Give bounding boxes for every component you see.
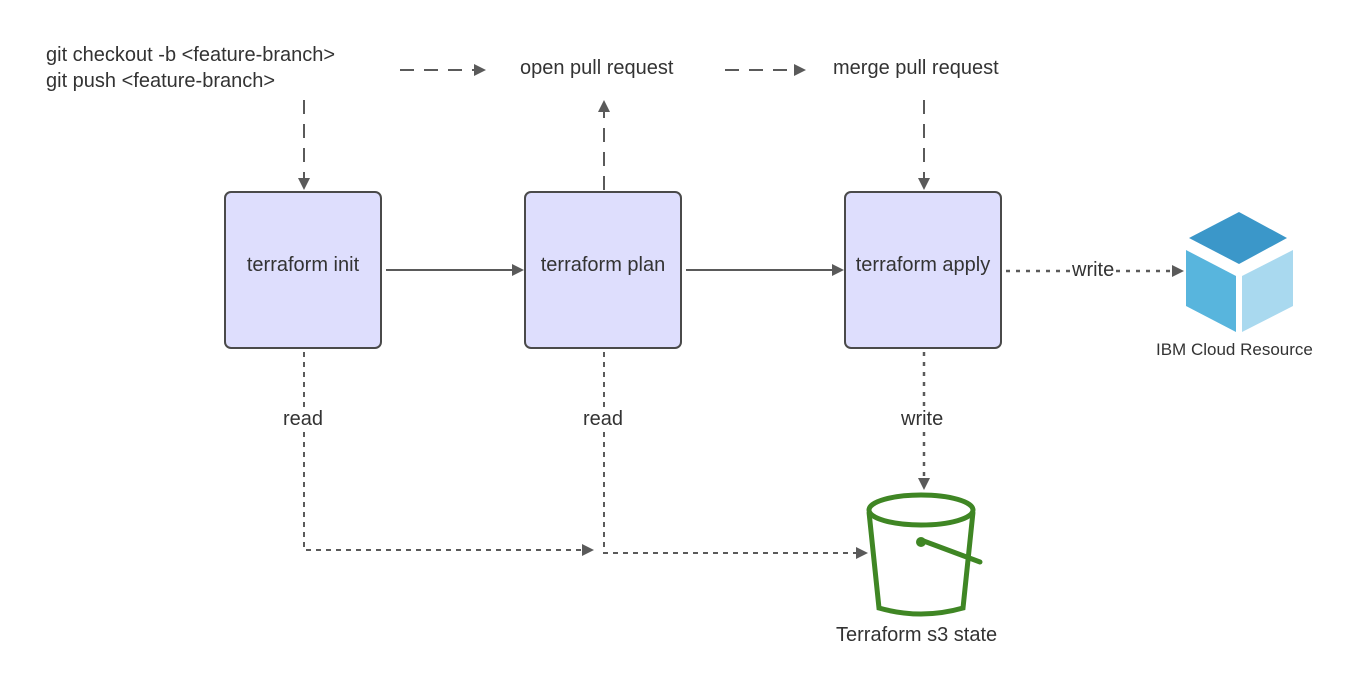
edge-init-read-path bbox=[303, 352, 594, 556]
terraform-plan-label: terraform plan bbox=[540, 253, 666, 276]
merge-pull-request-label: merge pull request bbox=[833, 57, 999, 79]
terraform-apply-label: terraform apply bbox=[855, 253, 991, 276]
write-label-state: write bbox=[899, 408, 946, 431]
open-pull-request-label: open pull request bbox=[520, 57, 674, 79]
terraform-init-label: terraform init bbox=[246, 253, 360, 276]
terraform-init-box: terraform init bbox=[224, 191, 382, 349]
write-label-resource: write bbox=[1070, 259, 1117, 282]
ibm-cloud-resource-label: IBM Cloud Resource bbox=[1156, 340, 1313, 359]
terraform-s3-state-label: Terraform s3 state bbox=[836, 624, 998, 646]
terraform-apply-box: terraform apply bbox=[844, 191, 1002, 349]
read-label-init: read bbox=[281, 408, 326, 431]
read-label-plan: read bbox=[581, 408, 626, 431]
bucket-handle-dot bbox=[916, 537, 926, 547]
terraform-plan-box: terraform plan bbox=[524, 191, 682, 349]
cube-icon bbox=[1186, 212, 1293, 332]
git-checkout-command: git checkout -b <feature-branch> bbox=[46, 44, 336, 66]
edge-plan-read-path bbox=[603, 352, 868, 559]
git-push-command: git push <feature-branch> bbox=[46, 70, 276, 92]
bucket-icon bbox=[866, 492, 983, 617]
